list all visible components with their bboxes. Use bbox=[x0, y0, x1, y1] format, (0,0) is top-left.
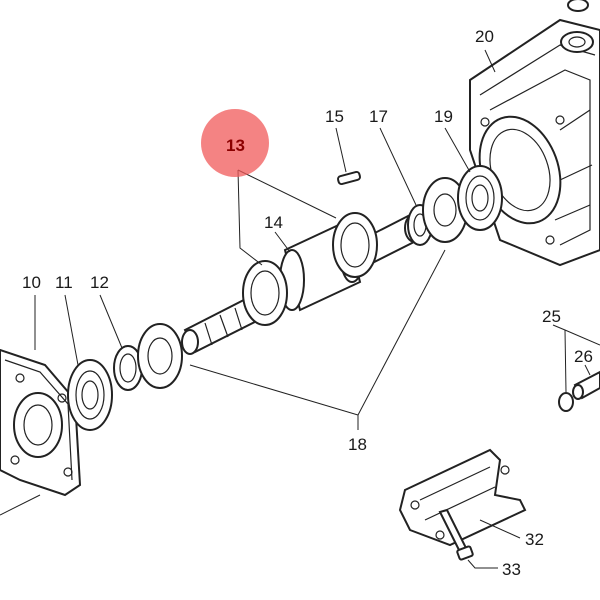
bearing-19[interactable] bbox=[457, 165, 503, 231]
key-15[interactable] bbox=[337, 170, 361, 186]
left-shim[interactable] bbox=[137, 323, 183, 389]
label-12[interactable]: 12 bbox=[90, 273, 109, 292]
label-11[interactable]: 11 bbox=[55, 273, 73, 292]
label-25[interactable]: 25 bbox=[542, 307, 561, 326]
shim-13-a[interactable] bbox=[242, 260, 288, 326]
bracket-32[interactable] bbox=[398, 448, 527, 547]
label-17[interactable]: 17 bbox=[369, 107, 388, 126]
label-18[interactable]: 18 bbox=[348, 435, 367, 454]
label-20[interactable]: 20 bbox=[475, 27, 494, 46]
bolt-33[interactable] bbox=[438, 508, 474, 561]
label-19[interactable]: 19 bbox=[434, 107, 453, 126]
left-end-housing[interactable] bbox=[0, 348, 82, 516]
shim-13-b[interactable] bbox=[332, 212, 378, 278]
label-32[interactable]: 32 bbox=[525, 530, 544, 549]
bearing-11[interactable] bbox=[67, 359, 113, 431]
label-26[interactable]: 26 bbox=[574, 347, 593, 366]
label-14[interactable]: 14 bbox=[264, 213, 283, 232]
pin-26[interactable] bbox=[572, 370, 600, 400]
washer-right[interactable] bbox=[422, 177, 468, 243]
label-15[interactable]: 15 bbox=[325, 107, 344, 126]
highlight-circle[interactable] bbox=[201, 109, 269, 177]
label-13[interactable]: 13 bbox=[226, 136, 245, 155]
leader-lines bbox=[34, 49, 600, 569]
label-33[interactable]: 33 bbox=[502, 560, 521, 579]
ring-25[interactable] bbox=[558, 392, 574, 412]
label-10[interactable]: 10 bbox=[22, 273, 41, 292]
part-labels: 10 11 12 13 14 15 17 18 19 20 25 26 32 3… bbox=[22, 27, 593, 579]
